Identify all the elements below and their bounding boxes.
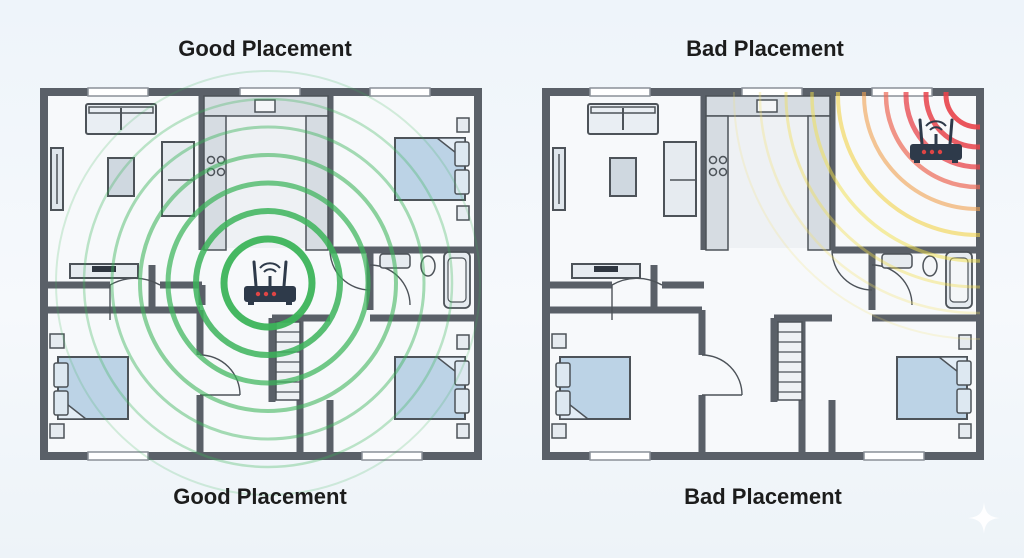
bad-placement-title-bottom: Bad Placement (684, 484, 842, 509)
sparkle-icon (968, 502, 1000, 534)
good-signal-rings (55, 70, 481, 496)
good-placement-title-bottom: Good Placement (173, 484, 347, 509)
bad-placement-title-top: Bad Placement (686, 36, 844, 61)
good-placement-title-top: Good Placement (178, 36, 352, 61)
bad-signal-rings (733, 92, 980, 340)
bad-floor-plan (542, 87, 984, 461)
